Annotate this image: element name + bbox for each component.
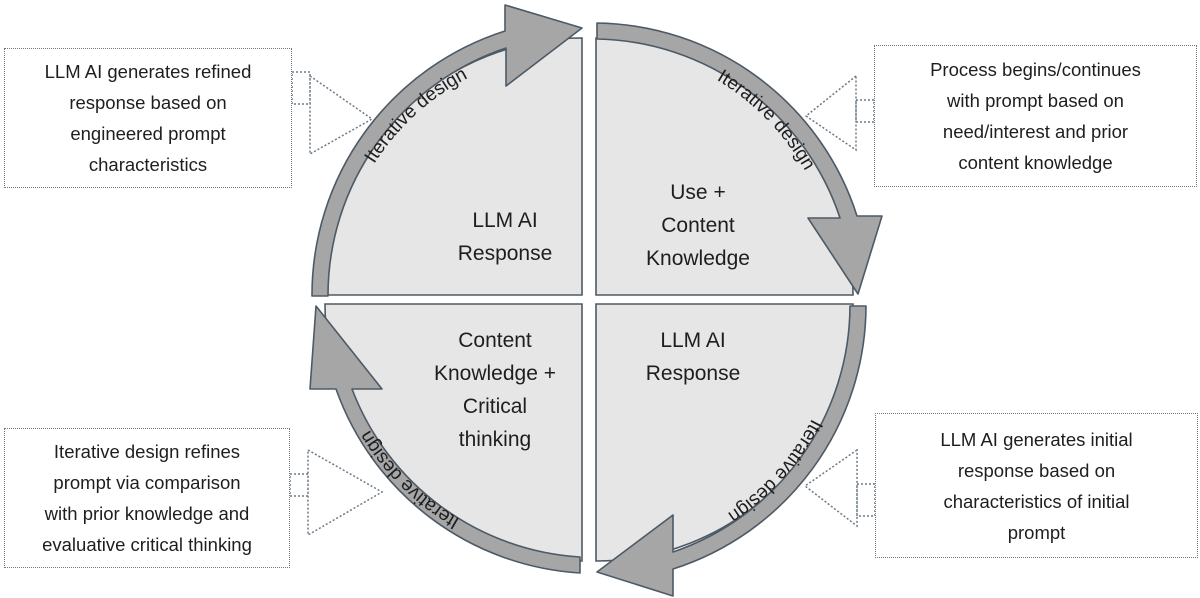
callout-line: response based on bbox=[957, 459, 1116, 481]
callout-line: LLM AI generates refined bbox=[44, 61, 252, 82]
arrow-bottom-left bbox=[309, 305, 581, 574]
callout-line: engineered prompt bbox=[70, 123, 226, 144]
quadrant-label-top-right: Use + Content Knowledge bbox=[628, 176, 768, 275]
arrow-top-left bbox=[311, 4, 583, 297]
callout-line: evaluative critical thinking bbox=[42, 534, 252, 555]
quadrant-label-line: Content bbox=[458, 329, 532, 352]
callout-line: with prompt based on bbox=[947, 90, 1124, 111]
callout-line: need/interest and prior bbox=[942, 121, 1129, 142]
callout-line: characteristics of initial bbox=[943, 490, 1130, 512]
callout-line: prompt via comparison bbox=[53, 472, 241, 493]
quadrant-wedges bbox=[324, 37, 854, 562]
quadrant-label-line: LLM AI bbox=[472, 209, 538, 232]
quadrant-label-line: Response bbox=[457, 242, 553, 265]
quadrant-label-line: Knowledge bbox=[646, 247, 750, 270]
callout-bottom-left: Iterative design refines prompt via comp… bbox=[4, 428, 290, 568]
callout-line: Iterative design refines bbox=[53, 441, 241, 462]
quadrant-label-line: Response bbox=[645, 362, 741, 385]
connector-top-left bbox=[291, 71, 374, 156]
cycle-arrows bbox=[309, 4, 883, 597]
callout-line: content knowledge bbox=[958, 152, 1113, 173]
callout-connectors bbox=[289, 71, 876, 537]
quadrant-label-line: LLM AI bbox=[660, 329, 726, 352]
quadrant-label-line: Content bbox=[661, 214, 735, 237]
quadrant-label-line: Critical bbox=[462, 395, 528, 418]
callout-line: characteristics bbox=[88, 154, 208, 175]
quadrant-label-top-left: LLM AI Response bbox=[425, 204, 585, 270]
quadrant-label-bottom-right: LLM AI Response bbox=[618, 324, 768, 390]
callout-line: Process begins/continues bbox=[930, 59, 1141, 80]
connector-bottom-right bbox=[803, 448, 876, 528]
callout-top-left: LLM AI generates refined response based … bbox=[4, 48, 292, 188]
callout-line: response based on bbox=[69, 92, 227, 113]
arrow-bottom-right bbox=[596, 305, 867, 597]
connector-bottom-left bbox=[289, 448, 384, 537]
quadrant-label-line: thinking bbox=[458, 428, 532, 451]
arrow-top-right bbox=[596, 22, 883, 295]
callout-line: with prior knowledge and bbox=[44, 503, 250, 524]
callout-bottom-right: LLM AI generates initial response based … bbox=[875, 413, 1198, 558]
callout-top-right: Process begins/continues with prompt bas… bbox=[874, 45, 1197, 187]
quadrant-label-line: Knowledge + bbox=[433, 362, 556, 385]
quadrant-label-line: Use + bbox=[670, 181, 726, 204]
quadrant-label-bottom-left: Content Knowledge + Critical thinking bbox=[410, 324, 580, 456]
callout-line: prompt bbox=[1007, 521, 1066, 543]
callout-line: LLM AI generates initial bbox=[940, 428, 1133, 450]
